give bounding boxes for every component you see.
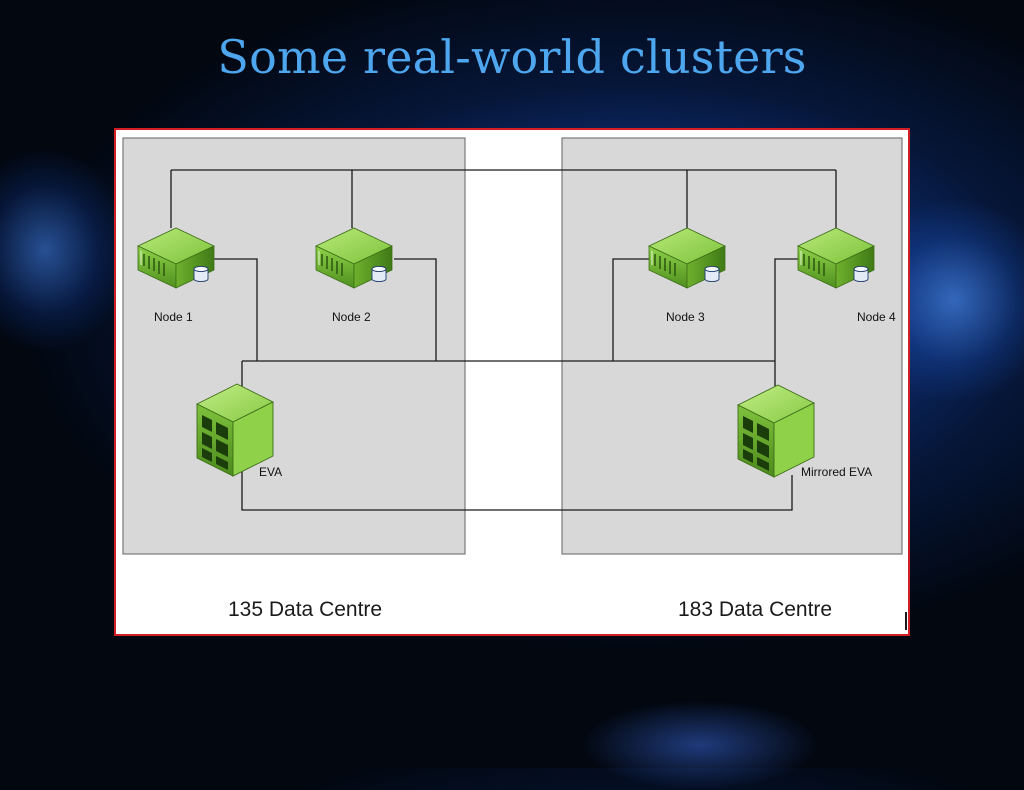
slide-title: Some real-world clusters [217, 30, 807, 84]
eva-storage-array [196, 383, 274, 477]
datacentre-zone-right [561, 137, 903, 555]
database-icon [371, 265, 387, 283]
background-glow-left [0, 150, 130, 350]
background-glow-bottom [580, 700, 820, 790]
datacentre-zone-left [122, 137, 466, 555]
datacentre-135-label: 135 Data Centre [228, 598, 383, 621]
eva-label: EVA [259, 465, 282, 479]
mirrored-eva-label: Mirrored EVA [801, 465, 872, 479]
node-1-label: Node 1 [154, 310, 193, 324]
node-3-label: Node 3 [666, 310, 705, 324]
cluster-diagram: Node 1 Node 2 Node 3 Node 4 EVA Mirrored… [114, 128, 910, 636]
mirrored-eva-storage-array [737, 384, 815, 478]
network-links [170, 169, 837, 511]
datacentre-183-label: 183 Data Centre [678, 598, 833, 621]
database-icon [704, 265, 720, 283]
storage-array-icon [196, 383, 274, 477]
database-icon [853, 265, 869, 283]
storage-array-icon [737, 384, 815, 478]
node-4-label: Node 4 [857, 310, 896, 324]
text-cursor [905, 612, 907, 630]
database-icon [193, 265, 209, 283]
node-2-label: Node 2 [332, 310, 371, 324]
